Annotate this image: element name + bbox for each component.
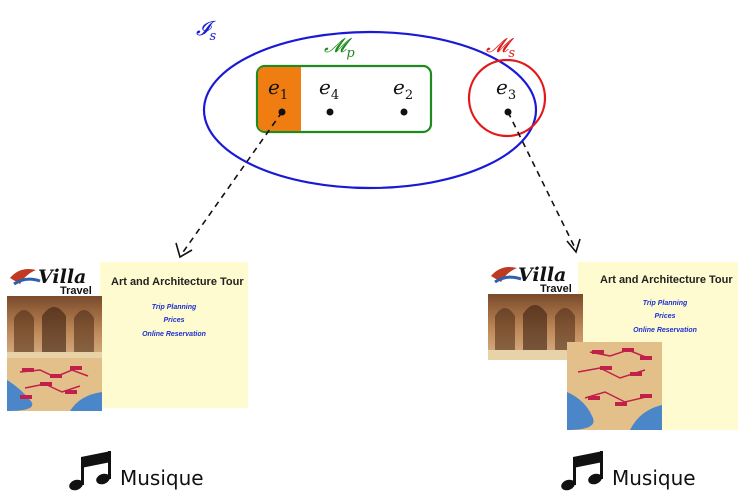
outer-set-ellipse [202, 30, 538, 190]
right-music-note-icon [561, 451, 603, 491]
right-page-title: Art and Architecture Tour [600, 274, 733, 286]
left-audio: Musique [69, 451, 204, 491]
element-e4-subscript: 4 [331, 88, 339, 103]
right-link-trip-planning[interactable]: Trip Planning [643, 300, 688, 307]
right-logo: Villa Travel [491, 264, 572, 295]
element-e4-dot [326, 108, 334, 116]
right-logo-main: Villa [518, 264, 566, 286]
left-logo-swoosh-icon [10, 269, 36, 284]
svg-text:e4: e4 [319, 75, 339, 103]
left-document: Villa Travel Art and Architecture Tour [7, 262, 248, 411]
svg-text:e2: e2 [393, 75, 413, 103]
element-e1-letter: e [268, 75, 280, 99]
right-logo-swoosh-icon [491, 267, 517, 282]
primary-set-box [255, 64, 433, 134]
element-e3-subscript: 3 [508, 88, 516, 103]
right-logo-sub: Travel [540, 283, 572, 295]
element-e3: e3 [496, 75, 516, 116]
left-map-image [7, 358, 102, 411]
left-logo-sub: Travel [60, 285, 92, 297]
primary-set-label: 𝓜p [324, 33, 355, 61]
element-e2-dot [400, 108, 408, 116]
left-music-note-icon [69, 451, 111, 491]
left-link-prices[interactable]: Prices [163, 317, 184, 324]
right-link-online-reservation[interactable]: Online Reservation [633, 327, 697, 334]
right-map-image [567, 342, 662, 430]
outer-set-label: 𝓘s [196, 16, 217, 44]
right-link-prices[interactable]: Prices [654, 313, 675, 320]
arrow-e1-to-left-document [175, 111, 283, 259]
right-audio-label: Musique [612, 466, 696, 490]
element-e3-letter: e [496, 75, 508, 99]
secondary-set-circle [467, 58, 547, 138]
highlight-e1 [258, 67, 301, 131]
right-audio: Musique [561, 451, 696, 491]
left-link-trip-planning[interactable]: Trip Planning [152, 304, 197, 311]
svg-text:e3: e3 [496, 75, 516, 103]
secondary-set-label: 𝓜s [486, 33, 515, 61]
arrow-e3-to-right-document [507, 111, 581, 254]
element-e2-letter: e [393, 75, 405, 99]
element-e2: e2 [393, 75, 413, 116]
left-link-online-reservation[interactable]: Online Reservation [142, 331, 206, 338]
left-logo: Villa Travel [10, 266, 92, 297]
element-e4-letter: e [319, 75, 331, 99]
left-page-title: Art and Architecture Tour [111, 276, 244, 288]
element-e2-subscript: 2 [405, 88, 413, 103]
element-e4: e4 [319, 75, 339, 116]
element-e1-subscript: 1 [280, 88, 288, 103]
left-audio-label: Musique [120, 466, 204, 490]
left-courtyard-photo [7, 296, 102, 362]
outer-set-subscript: s [210, 29, 217, 44]
left-logo-main: Villa [38, 266, 86, 288]
primary-set-subscript: p [346, 46, 355, 61]
secondary-set-subscript: s [508, 46, 515, 61]
left-page-panel [100, 262, 248, 408]
svg-text:e1: e1 [268, 75, 288, 103]
right-document: Villa Travel Art [488, 262, 738, 430]
